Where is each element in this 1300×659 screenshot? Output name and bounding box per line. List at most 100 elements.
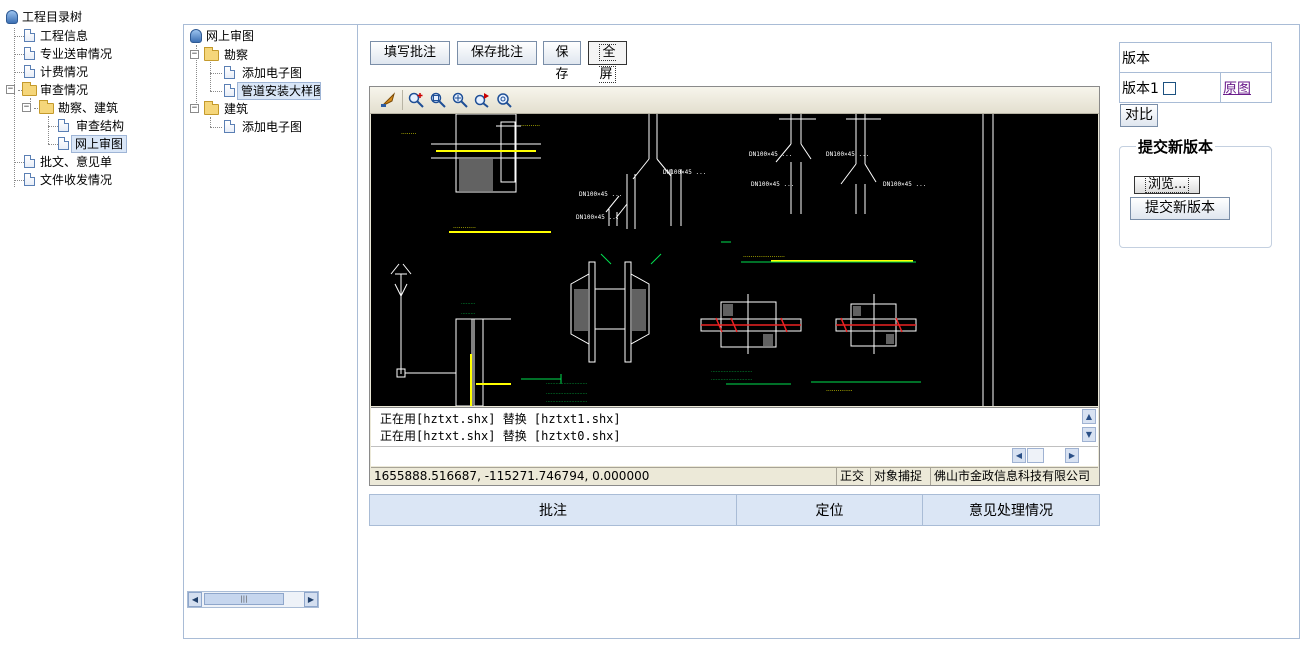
tree-item-review[interactable]: − 审查情况 bbox=[4, 81, 174, 99]
tree-item-approvals[interactable]: 批文、意见单 bbox=[4, 153, 174, 171]
drawing-tree-add-drawing[interactable]: 添加电子图 bbox=[188, 64, 356, 82]
tree-line bbox=[210, 73, 222, 74]
folder-open-icon bbox=[204, 101, 219, 115]
pointer-icon[interactable] bbox=[380, 92, 396, 108]
tree-line bbox=[210, 91, 222, 92]
tree-item-label: 添加电子图 bbox=[242, 120, 303, 134]
cad-drawing-canvas[interactable]: DN100×45 ...DN100×45 ... DN100×45 ...DN1… bbox=[371, 114, 1098, 406]
folder-open-icon bbox=[204, 47, 219, 61]
version-header: 版本 bbox=[1119, 42, 1272, 73]
zoom-extents-icon[interactable] bbox=[452, 92, 468, 108]
coordinate-readout: 1655888.516687, -115271.746794, 0.000000 bbox=[374, 469, 650, 483]
browse-button[interactable]: 浏览... bbox=[1134, 176, 1201, 194]
database-icon bbox=[6, 10, 18, 24]
svg-text:..........................: .......................... bbox=[546, 390, 588, 396]
version-checkbox[interactable] bbox=[1162, 82, 1176, 95]
zoom-realtime-icon[interactable] bbox=[408, 92, 424, 108]
fullscreen-button[interactable]: 全屏 bbox=[588, 41, 627, 83]
zoom-previous-icon[interactable] bbox=[496, 92, 512, 108]
document-icon bbox=[24, 29, 35, 42]
original-drawing-link[interactable]: 原图 bbox=[1223, 80, 1251, 97]
folder-open-icon bbox=[22, 82, 37, 96]
tree-item-label: 勘察 bbox=[224, 48, 249, 62]
write-note-button[interactable]: 填写批注 bbox=[370, 41, 450, 65]
svg-text:.........: ......... bbox=[461, 300, 476, 306]
tree-item-survey-arch[interactable]: − 勘察、建筑 bbox=[4, 99, 174, 117]
fullscreen-label: 全屏 bbox=[599, 44, 616, 83]
tree-item-project-info[interactable]: 工程信息 bbox=[4, 27, 174, 45]
command-console[interactable]: 正在用[hztxt.shx] 替换 [hztxt1.shx] 正在用[hztxt… bbox=[371, 407, 1098, 466]
scroll-thumb[interactable]: ||| bbox=[204, 593, 284, 605]
console-line: 正在用[hztxt.shx] 替换 [hztxt1.shx] bbox=[380, 412, 621, 426]
viewer-toolbar bbox=[370, 87, 1099, 114]
tree-line bbox=[48, 126, 58, 127]
svg-text:......................: ...................... bbox=[743, 252, 785, 259]
document-icon bbox=[224, 120, 235, 133]
svg-text:..........................: .......................... bbox=[546, 380, 588, 386]
console-scroll-thumb[interactable] bbox=[1027, 448, 1044, 463]
console-divider bbox=[371, 446, 1098, 447]
tree-item-label: 专业送审情况 bbox=[40, 47, 113, 61]
document-icon bbox=[24, 155, 35, 168]
svg-text:DN100×45 ...: DN100×45 ... bbox=[883, 181, 926, 188]
object-snap-toggle[interactable]: 对象捕捉 bbox=[870, 468, 925, 485]
collapse-icon[interactable]: − bbox=[190, 49, 199, 59]
drawing-tree-add-drawing-2[interactable]: 添加电子图 bbox=[188, 118, 356, 136]
main-frame: 网上审图 − 勘察 添加电子图 管道安装大样图 − 建筑 bbox=[183, 24, 1300, 639]
document-icon bbox=[24, 173, 35, 186]
database-icon bbox=[190, 29, 202, 43]
column-header-locate: 定位 bbox=[736, 494, 923, 526]
tree-horizontal-scrollbar[interactable]: ◀ ||| ▶ bbox=[187, 591, 319, 608]
svg-text:..........................: .......................... bbox=[711, 376, 753, 382]
svg-text:.........: ......... bbox=[461, 310, 476, 316]
tree-line bbox=[14, 36, 24, 37]
submit-version-button[interactable]: 提交新版本 bbox=[1130, 197, 1230, 220]
tree-line bbox=[48, 144, 58, 145]
scroll-right-icon[interactable]: ▶ bbox=[304, 592, 318, 607]
compare-button[interactable]: 对比 bbox=[1120, 104, 1158, 127]
document-icon bbox=[58, 137, 69, 150]
tree-item-billing[interactable]: 计费情况 bbox=[4, 63, 174, 81]
collapse-icon[interactable]: − bbox=[6, 84, 15, 94]
tree-line bbox=[14, 72, 24, 73]
tree-root[interactable]: 工程目录树 bbox=[4, 8, 174, 26]
zoom-window-icon[interactable] bbox=[430, 92, 446, 108]
collapse-icon[interactable]: − bbox=[22, 102, 31, 112]
console-scroll-right-icon[interactable]: ▶ bbox=[1065, 448, 1079, 463]
tree-line bbox=[18, 90, 24, 91]
tree-line bbox=[14, 54, 24, 55]
tree-item-label-selected: 网上审图 bbox=[71, 135, 128, 153]
pan-icon[interactable] bbox=[474, 92, 490, 108]
company-name: 佛山市金政信息科技有限公司 bbox=[930, 468, 1093, 485]
cad-drawing: DN100×45 ...DN100×45 ... DN100×45 ...DN1… bbox=[390, 114, 994, 406]
console-scroll-up-icon[interactable]: ▲ bbox=[1082, 409, 1096, 424]
collapse-icon[interactable]: − bbox=[190, 103, 199, 113]
scroll-left-icon[interactable]: ◀ bbox=[188, 592, 202, 607]
save-note-button[interactable]: 保存批注 bbox=[457, 41, 537, 65]
console-scroll-left-icon[interactable]: ◀ bbox=[1012, 448, 1026, 463]
ortho-toggle[interactable]: 正交 bbox=[836, 468, 867, 485]
tree-line bbox=[210, 127, 222, 128]
drawing-tree-pipe-detail[interactable]: 管道安装大样图 bbox=[188, 82, 356, 100]
save-button[interactable]: 保存 bbox=[543, 41, 581, 82]
svg-text:............: ............ bbox=[453, 223, 476, 230]
tree-item-online-review[interactable]: 网上审图 bbox=[4, 135, 174, 153]
tree-line bbox=[14, 180, 24, 181]
tree-item-submission[interactable]: 专业送审情况 bbox=[4, 45, 174, 63]
submit-version-fieldset: 提交新版本 浏览... 提交新版本 bbox=[1119, 136, 1272, 248]
version-label: 版本1 bbox=[1122, 80, 1159, 97]
toolbar-separator bbox=[402, 90, 403, 110]
drawing-tree-architecture[interactable]: − 建筑 bbox=[188, 100, 356, 118]
drawing-tree-root[interactable]: 网上审图 bbox=[188, 27, 356, 45]
tree-line bbox=[14, 28, 15, 187]
viewer-status-bar: 1655888.516687, -115271.746794, 0.000000… bbox=[371, 467, 1098, 485]
tree-item-files[interactable]: 文件收发情况 bbox=[4, 171, 174, 189]
tree-item-structure[interactable]: 审查结构 bbox=[4, 117, 174, 135]
console-scroll-down-icon[interactable]: ▼ bbox=[1082, 427, 1096, 442]
column-header-handling: 意见处理情况 bbox=[922, 494, 1100, 526]
svg-text:..........................: .......................... bbox=[546, 398, 588, 404]
drawing-tree-panel: 网上审图 − 勘察 添加电子图 管道安装大样图 − 建筑 bbox=[184, 25, 358, 638]
document-icon bbox=[58, 119, 69, 132]
console-line: 正在用[hztxt.shx] 替换 [hztxt0.shx] bbox=[380, 429, 621, 443]
drawing-tree-survey[interactable]: − 勘察 bbox=[188, 46, 356, 64]
